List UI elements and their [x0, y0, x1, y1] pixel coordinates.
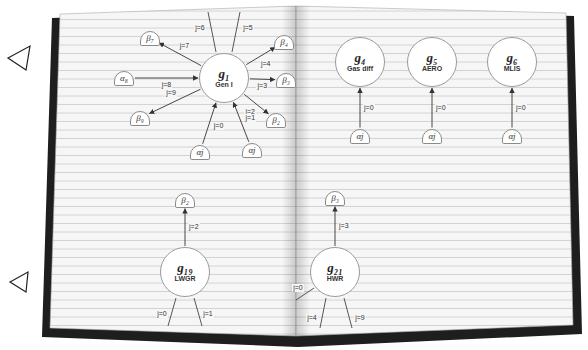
connector	[135, 78, 198, 79]
edge-label: j=0	[515, 104, 527, 112]
node-name: g₆	[506, 51, 517, 65]
connector	[250, 78, 275, 80]
node-subtitle: HWR	[327, 275, 344, 283]
edge-label: j=0	[213, 122, 225, 130]
pointer-shape	[10, 272, 28, 292]
node-subtitle: AERO	[422, 65, 442, 73]
node-name: β₂	[181, 195, 189, 205]
connector	[159, 43, 201, 66]
edge-label: j=4	[260, 60, 272, 68]
node-name: α₈	[120, 73, 128, 83]
node-name: β₂	[272, 115, 280, 125]
node-name: αj	[508, 131, 515, 141]
node-name: β₃	[282, 75, 290, 85]
lead-label: j=1	[202, 310, 214, 318]
gutter-shadow	[282, 6, 310, 336]
connector	[149, 89, 200, 113]
edge-label: j=3	[256, 82, 268, 90]
node-name: αj	[196, 147, 203, 157]
node-name: g₁	[218, 67, 229, 81]
node-subtitle: Gas diff	[347, 65, 373, 73]
pointer-shape	[8, 46, 30, 70]
graph-circle: g₁₉LWGR	[160, 247, 210, 297]
node-name: g₁₉	[177, 261, 193, 275]
lead-label: j=0	[292, 284, 304, 292]
edge-label: j=7	[179, 42, 191, 50]
node-name: β₄	[280, 37, 288, 47]
connector	[360, 88, 361, 128]
node-name: g₅	[426, 51, 437, 65]
node-subtitle: LWGR	[175, 275, 196, 283]
connector	[432, 88, 433, 128]
node-name: αj	[356, 131, 363, 141]
lead-label: j=6	[194, 24, 206, 32]
graph-circle: g₂₁HWR	[310, 247, 360, 297]
graph-circle: g₁Gen I	[199, 53, 249, 103]
connector	[185, 209, 186, 247]
lead-label: j=9	[354, 314, 366, 322]
node-name: g₄	[354, 51, 365, 65]
node-name: β₉	[136, 113, 144, 123]
node-subtitle: Gen I	[215, 81, 233, 89]
node-name: αj	[428, 131, 435, 141]
lead-label: j=4	[306, 314, 318, 322]
graph-circle: g₆MLIS	[487, 37, 537, 87]
connector	[512, 88, 513, 128]
graph-circle: g₅AERO	[407, 37, 457, 87]
left-page	[50, 6, 296, 336]
graph-circle: g₄Gas diff	[335, 37, 385, 87]
edge-label: j=8	[161, 81, 173, 89]
lead-label: j=5	[242, 24, 254, 32]
node-subtitle: MLIS	[504, 65, 521, 73]
right-page	[296, 6, 573, 336]
edge-label: j=0	[363, 104, 375, 112]
edge-label: j=2	[188, 223, 200, 231]
node-name: g₂₁	[327, 261, 343, 275]
edge-label: j=3	[338, 222, 350, 230]
node-name: β₇	[146, 33, 154, 43]
connector	[335, 207, 336, 247]
edge-label: j=0	[435, 104, 447, 112]
edge-label: j=9	[165, 89, 177, 97]
node-name: αj	[248, 145, 255, 155]
edge-label: j=1	[245, 114, 257, 122]
lead-label: j=0	[156, 310, 168, 318]
node-name: β₃	[331, 193, 339, 203]
